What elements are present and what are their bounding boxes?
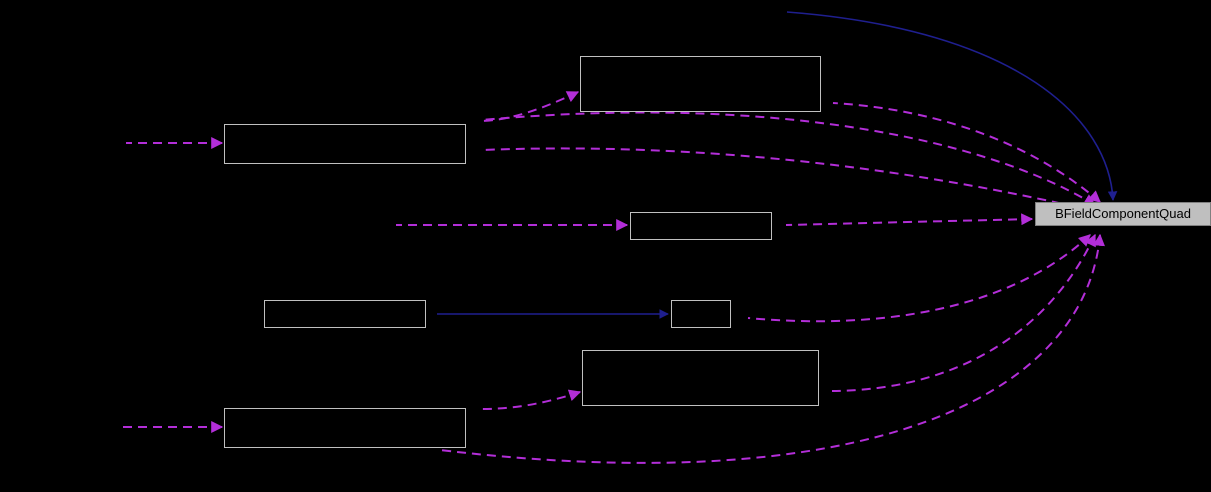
graph-edge <box>481 111 1097 206</box>
graph-edge <box>831 233 1096 392</box>
graph-node-n-lower-left[interactable] <box>224 408 466 448</box>
graph-edge <box>785 213 1034 226</box>
graph-node-n-row-left[interactable] <box>264 300 426 328</box>
graph-edge <box>747 234 1091 323</box>
graph-edge <box>832 102 1101 203</box>
graph-edge <box>481 91 580 122</box>
graph-node-n-upper-left[interactable] <box>224 124 466 164</box>
graph-edge <box>786 11 1118 201</box>
edge-layer <box>120 11 1118 464</box>
graph-node-n-mid[interactable] <box>630 212 772 240</box>
graph-node-n-lower-mid[interactable] <box>582 350 819 406</box>
graph-node-label: BFieldComponentQuad <box>1055 205 1191 221</box>
graph-node-focus[interactable]: BFieldComponentQuad <box>1035 202 1211 226</box>
graph-edge <box>481 147 1092 214</box>
graph-edge <box>439 233 1105 464</box>
graph-node-n-top[interactable] <box>580 56 821 112</box>
graph-edge <box>481 389 582 410</box>
graph-node-n-row-small[interactable] <box>671 300 731 328</box>
